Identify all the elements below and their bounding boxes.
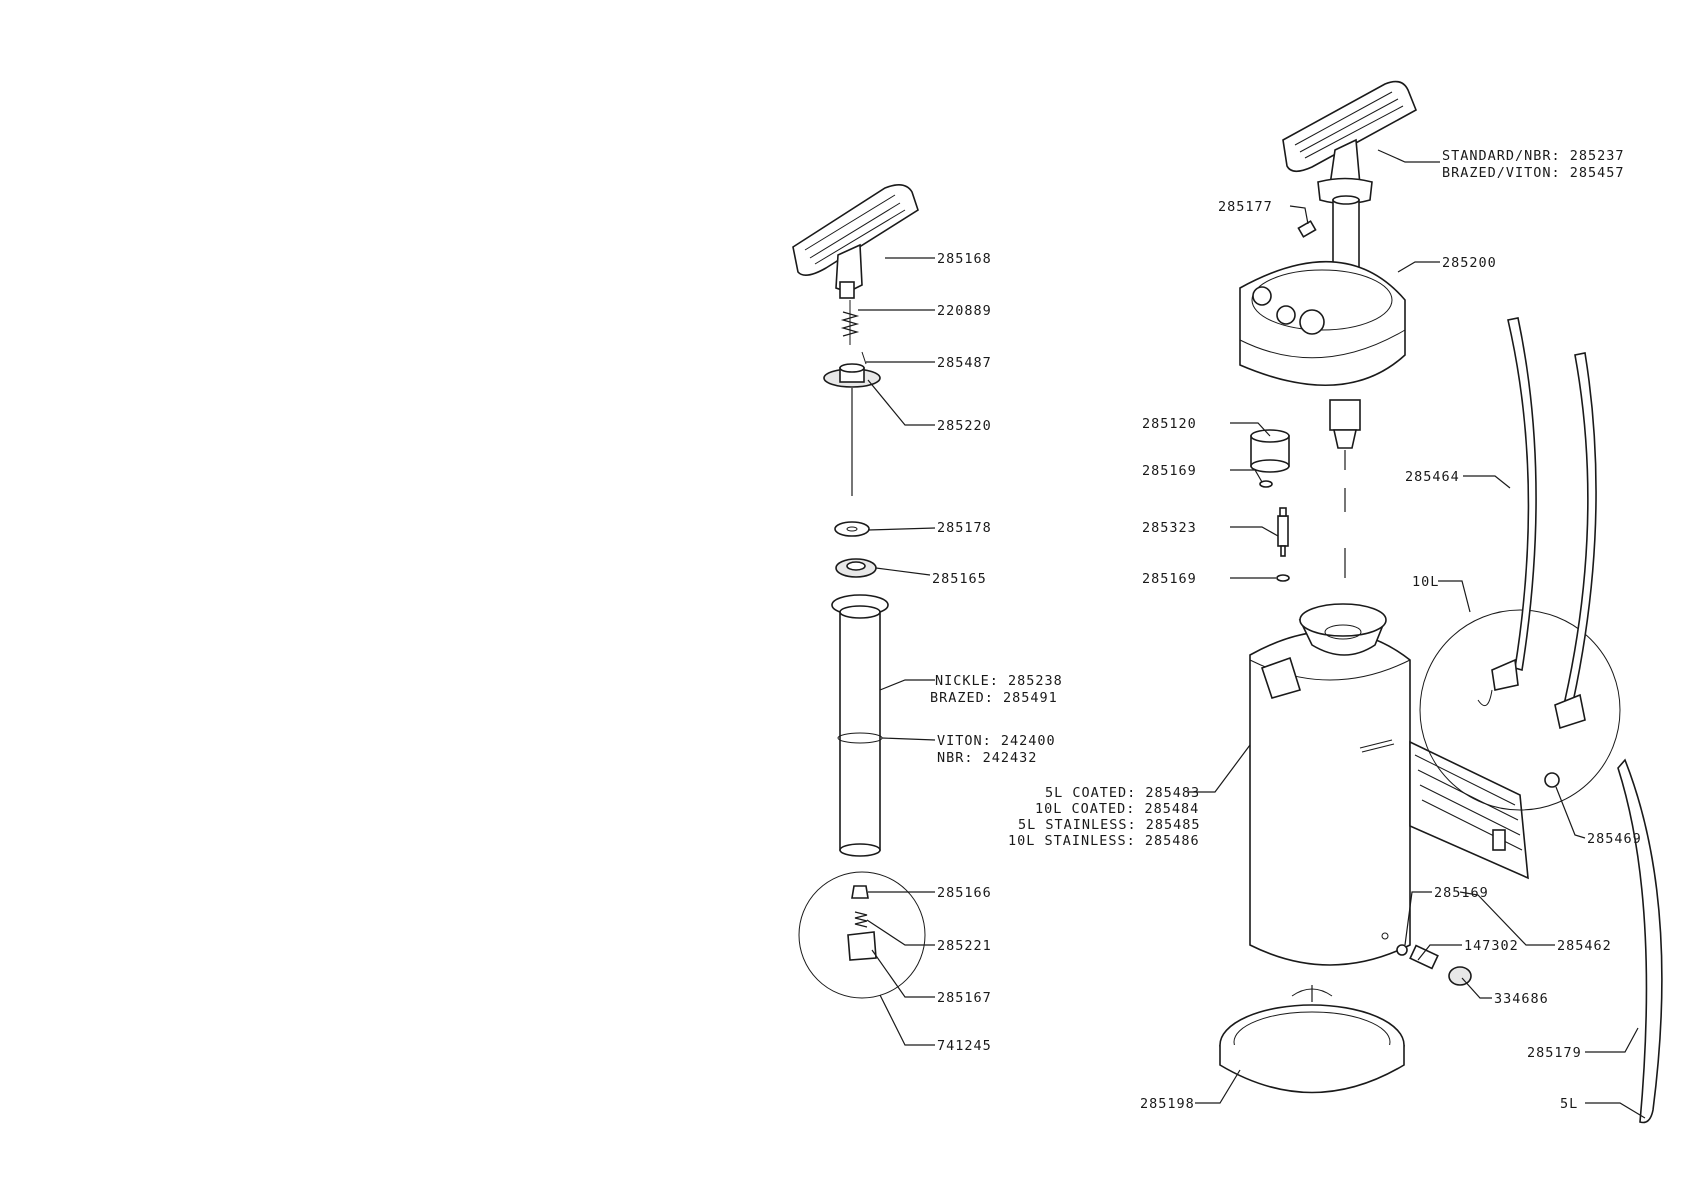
detail-circle-10l [1419, 609, 1621, 811]
pump-head-285200 [1239, 260, 1406, 449]
label-285220: 285220 [937, 418, 992, 434]
cap-285220 [823, 363, 881, 388]
label-285169-a: 285169 [1142, 463, 1197, 479]
cup-285165 [835, 558, 877, 578]
cap-285120 [1250, 429, 1290, 473]
label-cylinder-brazed: BRAZED: 285491 [930, 690, 1058, 706]
label-285323: 285323 [1142, 520, 1197, 536]
label-handle-brazed: BRAZED/VITON: 285457 [1442, 165, 1625, 181]
valve-285166 [851, 885, 869, 899]
label-285487: 285487 [937, 355, 992, 371]
clip-285167 [847, 931, 877, 961]
washer-285169-b [1276, 574, 1290, 582]
washer-285178 [834, 521, 870, 537]
label-285200: 285200 [1442, 255, 1497, 271]
label-tank-5l-stainless: 5L STAINLESS: 285485 [1018, 817, 1201, 833]
fitting-285469 [1544, 772, 1560, 788]
label-oring-nbr: NBR: 242432 [937, 750, 1037, 766]
label-10l: 10L [1412, 574, 1439, 590]
part-labels: 285168 220889 285487 285220 285178 28516… [930, 148, 1642, 1112]
label-285469: 285469 [1587, 831, 1642, 847]
label-285178: 285178 [937, 520, 992, 536]
label-tank-10l-coated: 10L COATED: 285484 [1035, 801, 1199, 817]
label-5l: 5L [1560, 1096, 1578, 1112]
label-285198: 285198 [1140, 1096, 1195, 1112]
washer-285169-a [1259, 480, 1273, 488]
label-285166: 285166 [937, 885, 992, 901]
strap-285179 [1617, 758, 1663, 1124]
base-ring-285198 [1219, 988, 1405, 1094]
label-285120: 285120 [1142, 416, 1197, 432]
drain-fittings [1396, 944, 1472, 986]
detail-circle-741245 [798, 871, 926, 999]
label-oring-viton: VITON: 242400 [937, 733, 1056, 749]
strap-285464 [1477, 317, 1597, 730]
label-285177: 285177 [1218, 199, 1273, 215]
leader-lines-right [1188, 149, 1646, 1119]
label-285169-b: 285169 [1142, 571, 1197, 587]
label-147302: 147302 [1464, 938, 1519, 954]
pump-handle-right [1282, 80, 1418, 205]
pin-285487 [861, 351, 867, 365]
bracket-285462 [1409, 740, 1529, 880]
label-285169-c: 285169 [1434, 885, 1489, 901]
label-285221: 285221 [937, 938, 992, 954]
label-handle-standard: STANDARD/NBR: 285237 [1442, 148, 1625, 164]
leader-lines-left [858, 257, 936, 1046]
tank-body [1249, 603, 1411, 966]
label-334686: 334686 [1494, 991, 1549, 1007]
label-tank-10l-stainless: 10L STAINLESS: 285486 [1008, 833, 1200, 849]
label-tank-5l-coated: 5L COATED: 285483 [1045, 785, 1200, 801]
label-285168: 285168 [937, 251, 992, 267]
label-cylinder-nickle: NICKLE: 285238 [935, 673, 1063, 689]
label-285179: 285179 [1527, 1045, 1582, 1061]
pump-handle-left [792, 184, 919, 299]
label-285165: 285165 [932, 571, 987, 587]
pump-cylinder [831, 594, 889, 857]
spring-220889 [840, 300, 860, 345]
spring-285221 [854, 911, 868, 928]
valve-285323 [1277, 507, 1289, 557]
label-285167: 285167 [937, 990, 992, 1006]
label-220889: 220889 [937, 303, 992, 319]
label-285464: 285464 [1405, 469, 1460, 485]
label-741245: 741245 [937, 1038, 992, 1054]
label-285462: 285462 [1557, 938, 1612, 954]
